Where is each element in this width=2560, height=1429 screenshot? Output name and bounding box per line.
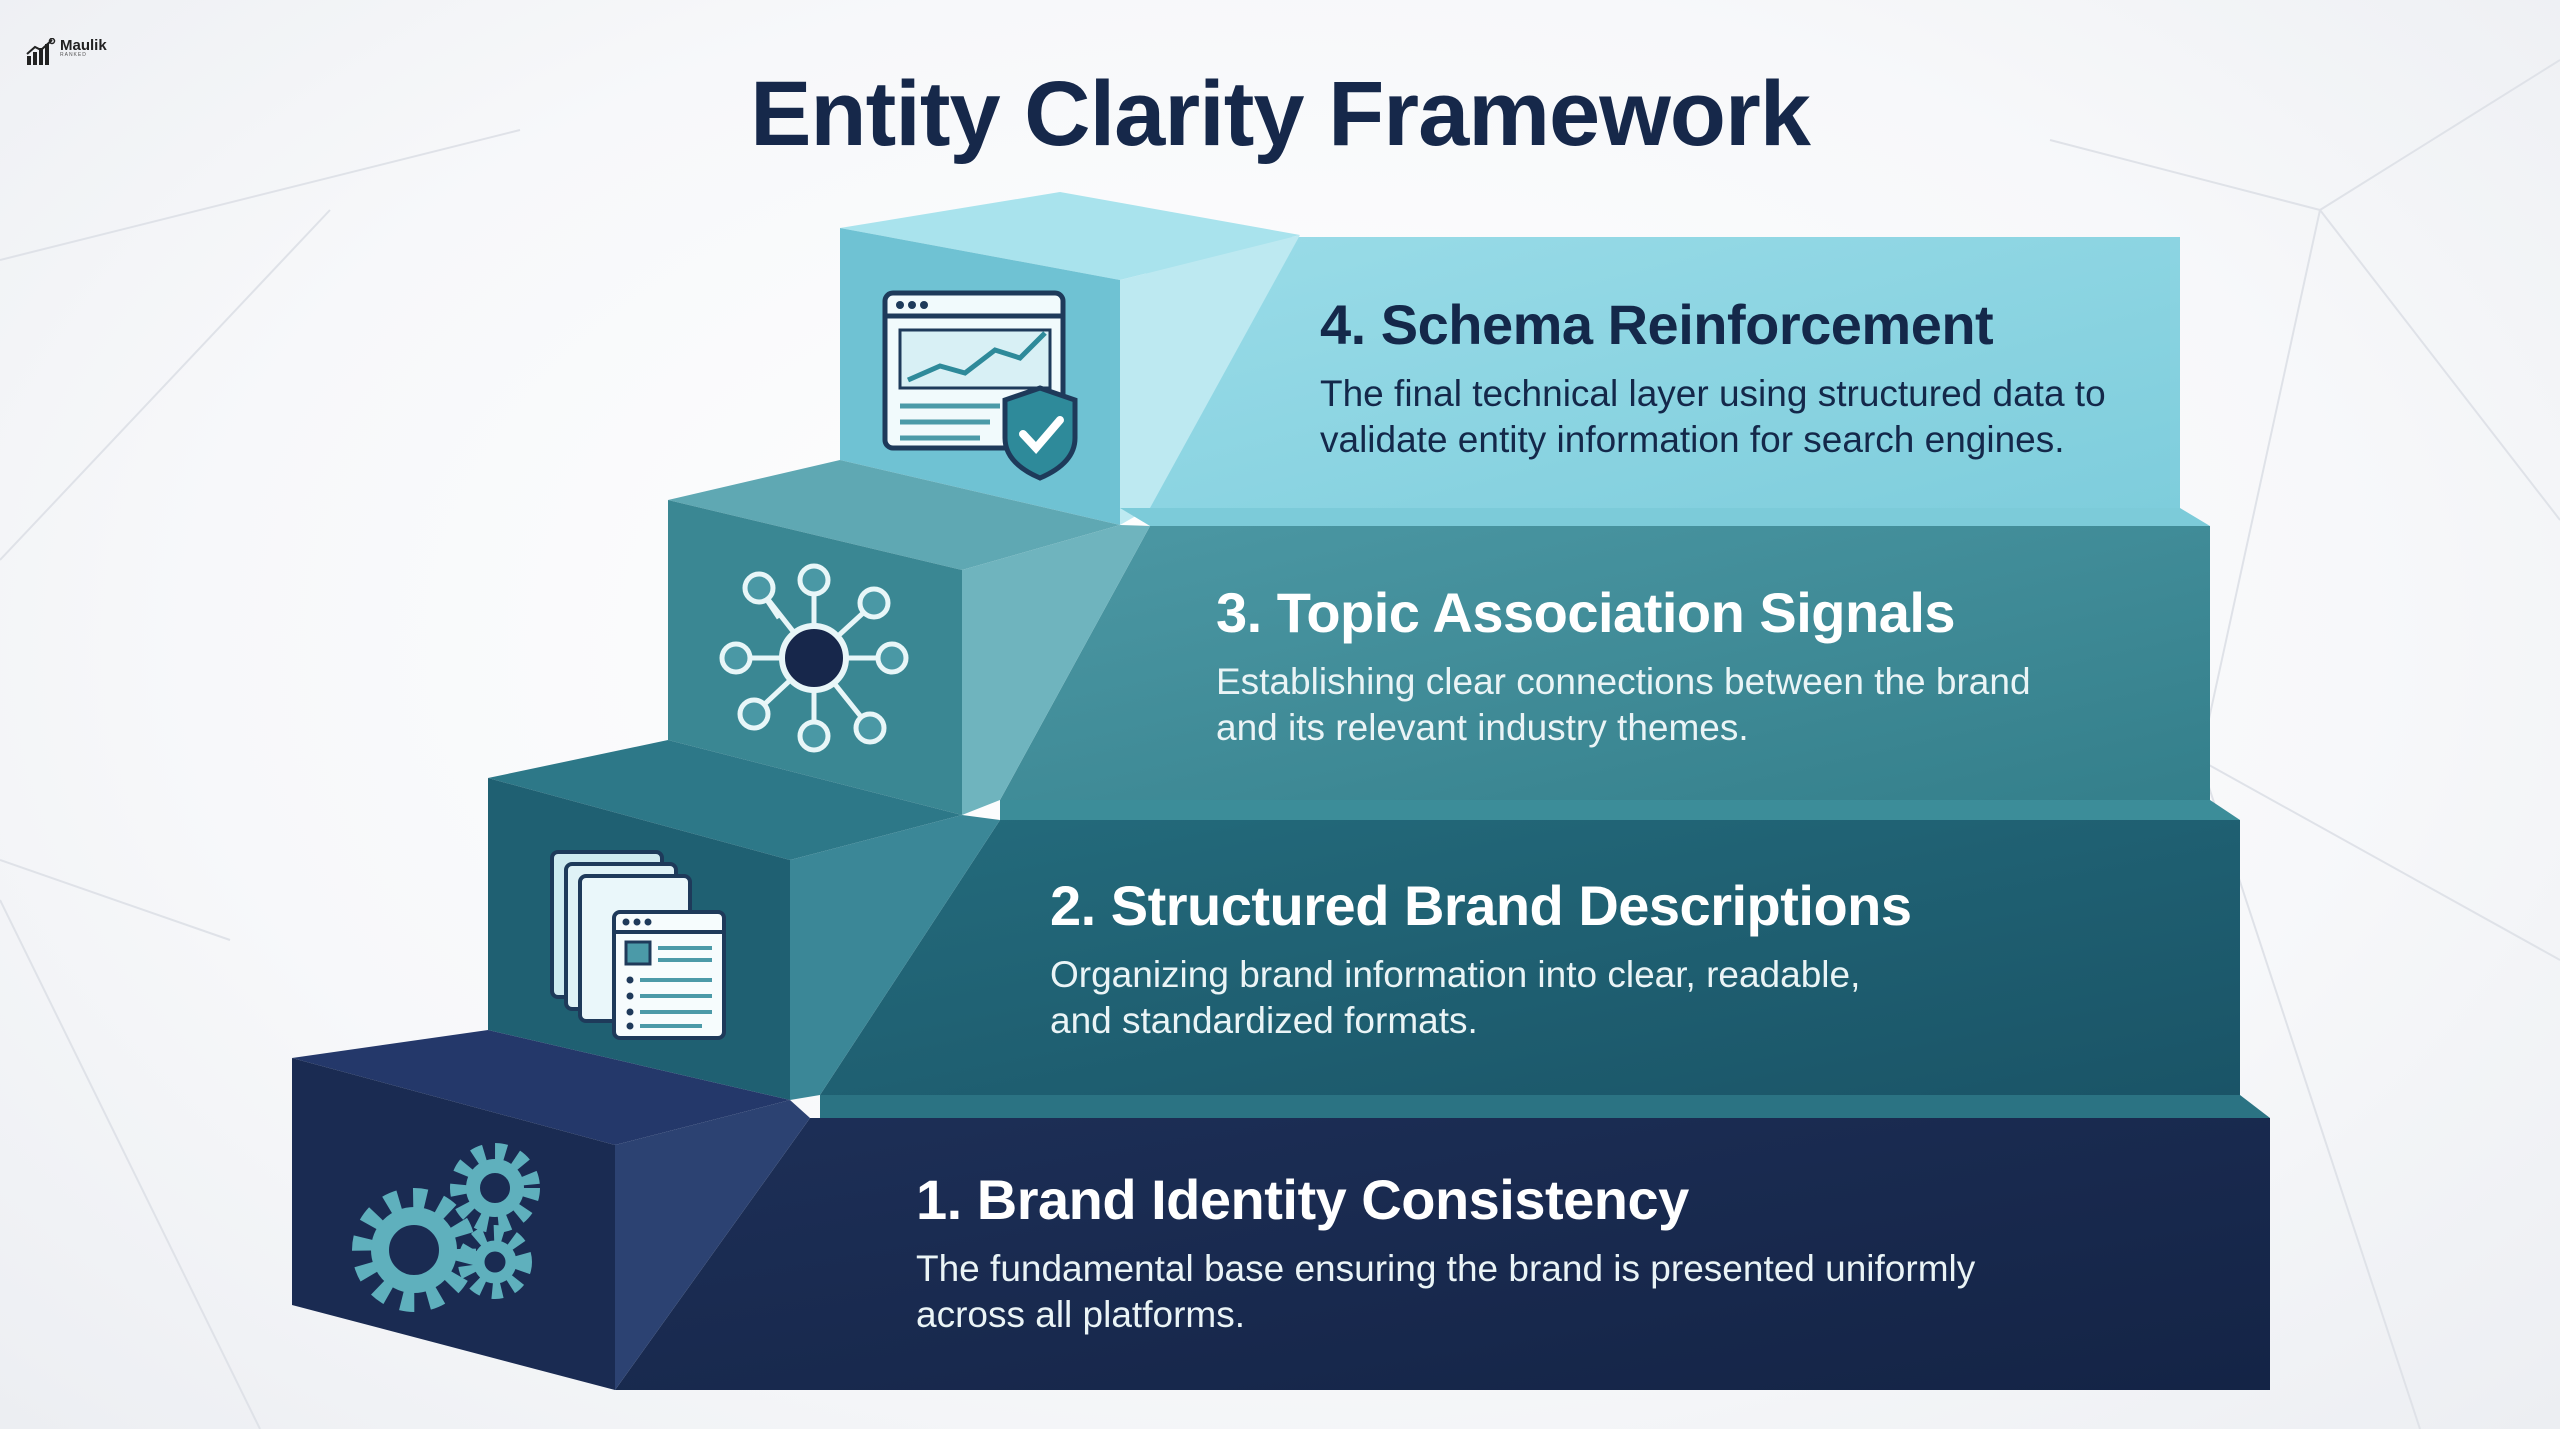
network-hub-icon — [719, 563, 909, 753]
step-3-description: Establishing clear connections between t… — [1216, 661, 2031, 748]
step-1-title: 1. Brand Identity Consistency — [916, 1168, 1689, 1231]
bar-chart-logo-icon — [26, 38, 56, 65]
step-3-text: 3. Topic Association Signals Establishin… — [1216, 580, 2076, 751]
step-1-text: 1. Brand Identity Consistency The fundam… — [916, 1167, 2076, 1338]
gears-icon — [352, 1143, 540, 1312]
logo-name: Maulik — [60, 37, 107, 54]
step-2-description: Organizing brand information into clear,… — [1050, 954, 1861, 1041]
step-4-text: 4. Schema Reinforcement The final techni… — [1320, 292, 2180, 463]
brand-logo: Maulik RANKED — [26, 38, 107, 66]
logo-subtitle: RANKED — [60, 52, 87, 58]
step-1-block — [292, 1030, 2270, 1390]
page-title: Entity Clarity Framework — [750, 63, 1811, 165]
step-4-title: 4. Schema Reinforcement — [1320, 293, 1994, 356]
chart-shield-icon — [882, 290, 1078, 481]
documents-icon — [550, 850, 726, 1040]
step-2-title: 2. Structured Brand Descriptions — [1050, 874, 1912, 937]
step-2-text: 2. Structured Brand Descriptions Organiz… — [1050, 873, 1912, 1044]
step-4-description: The final technical layer using structur… — [1320, 373, 2106, 460]
step-3-title: 3. Topic Association Signals — [1216, 581, 1956, 644]
step-1-description: The fundamental base ensuring the brand … — [916, 1248, 1976, 1335]
